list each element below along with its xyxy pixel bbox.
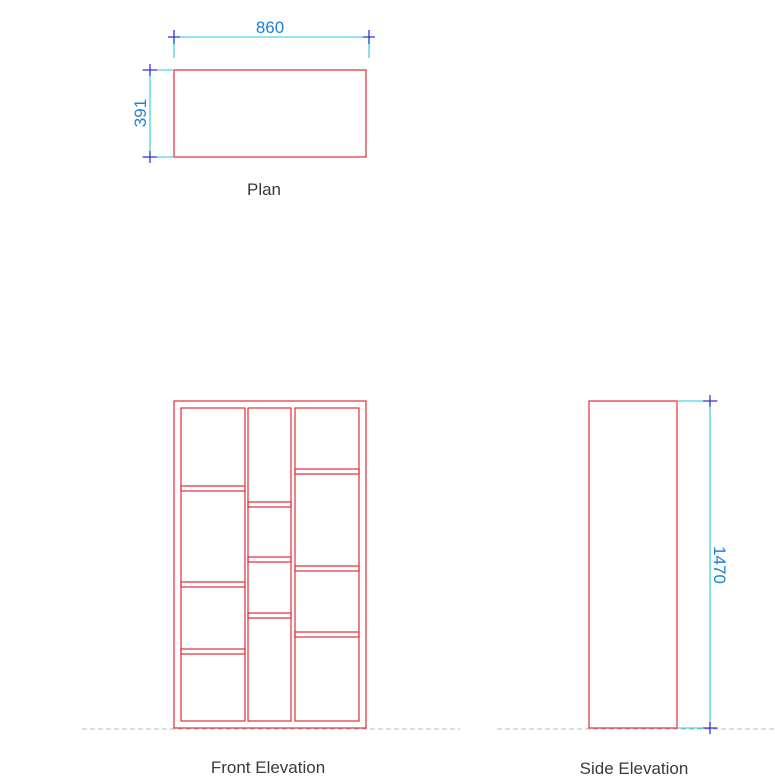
front-outer-frame	[173, 400, 367, 729]
shelf-right-3	[294, 631, 360, 638]
shelf-middle-1	[247, 501, 292, 508]
plan-caption: Plan	[247, 180, 281, 199]
front-middle-column-shelves	[247, 501, 292, 619]
shelf-right-1	[294, 468, 360, 475]
front-elevation-caption: Front Elevation	[211, 758, 325, 777]
shelf-left-3	[180, 648, 246, 655]
side-elevation-view: 1470 Side Elevation	[497, 395, 775, 778]
plan-width-dimension: 860	[168, 18, 375, 58]
plan-depth-label: 391	[131, 99, 150, 127]
front-column-middle	[247, 407, 292, 722]
plan-outline	[173, 69, 367, 158]
front-left-column-shelves	[180, 485, 246, 655]
side-height-label: 1470	[710, 546, 729, 584]
shelf-left-2	[180, 581, 246, 588]
front-elevation-view: Front Elevation	[82, 400, 460, 777]
shelf-right-2	[294, 565, 360, 572]
shelf-middle-3	[247, 612, 292, 619]
front-column-right	[294, 407, 360, 722]
shelf-left-1	[180, 485, 246, 492]
plan-view: 860 391 Plan	[131, 18, 375, 199]
front-column-left	[180, 407, 246, 722]
side-outline	[588, 400, 678, 729]
shelf-middle-2	[247, 556, 292, 563]
plan-width-label: 860	[256, 18, 284, 37]
front-right-column-shelves	[294, 468, 360, 638]
plan-depth-dimension: 391	[131, 64, 174, 163]
side-elevation-caption: Side Elevation	[580, 759, 689, 778]
side-height-dimension: 1470	[677, 395, 729, 734]
